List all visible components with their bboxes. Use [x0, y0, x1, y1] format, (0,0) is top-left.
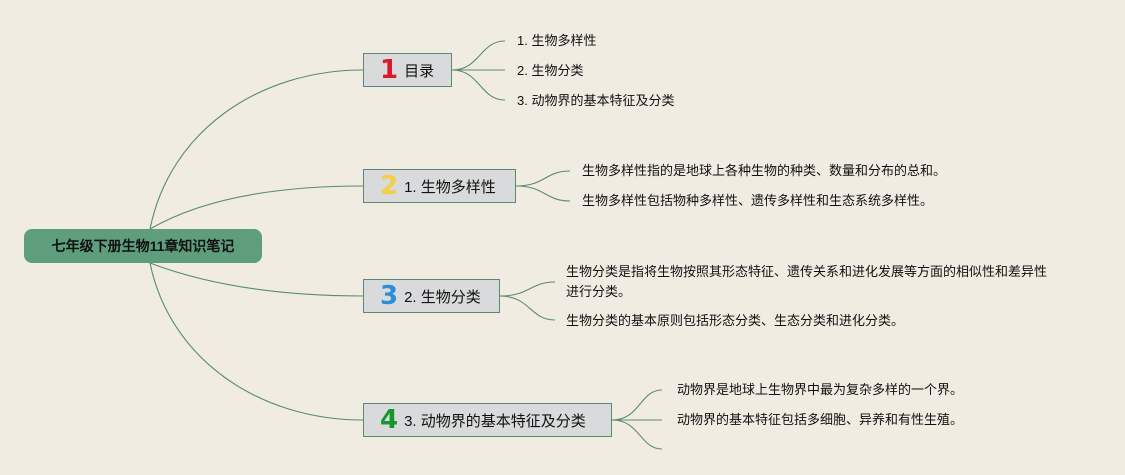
number-3-icon: 3	[380, 281, 399, 311]
root-branch-4-connector	[149, 262, 364, 421]
leaf-topic[interactable]: 生物分类是指将生物按照其形态特征、遗传关系和进化发展等方面的相似性和差异性进行分…	[566, 264, 1048, 299]
branch-label: 2. 生物分类	[404, 288, 481, 306]
root-branch-2-connector	[149, 185, 364, 230]
branch-label: 1. 生物多样性	[404, 178, 496, 196]
branch-topic-biodiversity[interactable]: 2 1. 生物多样性	[363, 169, 516, 203]
root-branch-3-connector	[149, 262, 364, 297]
root-topic[interactable]: 七年级下册生物11章知识笔记	[24, 229, 262, 263]
leaf-topic[interactable]: 生物多样性包括物种多样性、遗传多样性和生态系统多样性。	[582, 193, 934, 208]
leaf-topic[interactable]: 动物界的基本特征包括多细胞、异养和有性生殖。	[677, 412, 964, 427]
root-branch-1-connector	[149, 69, 364, 230]
leaf-topic[interactable]: 1. 生物多样性	[517, 33, 597, 48]
number-4-icon: 4	[380, 405, 399, 435]
leaf-topic[interactable]: 生物分类的基本原则包括形态分类、生态分类和进化分类。	[566, 313, 905, 328]
number-1-icon: 1	[380, 55, 399, 85]
branch-label: 目录	[404, 62, 435, 80]
leaf-topic[interactable]: 动物界是地球上生物界中最为复杂多样的一个界。	[677, 382, 964, 397]
branch-topic-contents[interactable]: 1 目录	[363, 53, 452, 87]
leaf-topic[interactable]: 2. 生物分类	[517, 63, 584, 78]
branch-topic-classification[interactable]: 3 2. 生物分类	[363, 279, 500, 313]
branch-label: 3. 动物界的基本特征及分类	[404, 412, 586, 430]
leaf-topic[interactable]: 3. 动物界的基本特征及分类	[517, 93, 675, 108]
branch-topic-animal-kingdom[interactable]: 4 3. 动物界的基本特征及分类	[363, 403, 612, 437]
number-2-icon: 2	[380, 171, 399, 201]
leaf-topic[interactable]: 生物多样性指的是地球上各种生物的种类、数量和分布的总和。	[582, 163, 947, 178]
root-topic-label: 七年级下册生物11章知识笔记	[51, 238, 235, 254]
